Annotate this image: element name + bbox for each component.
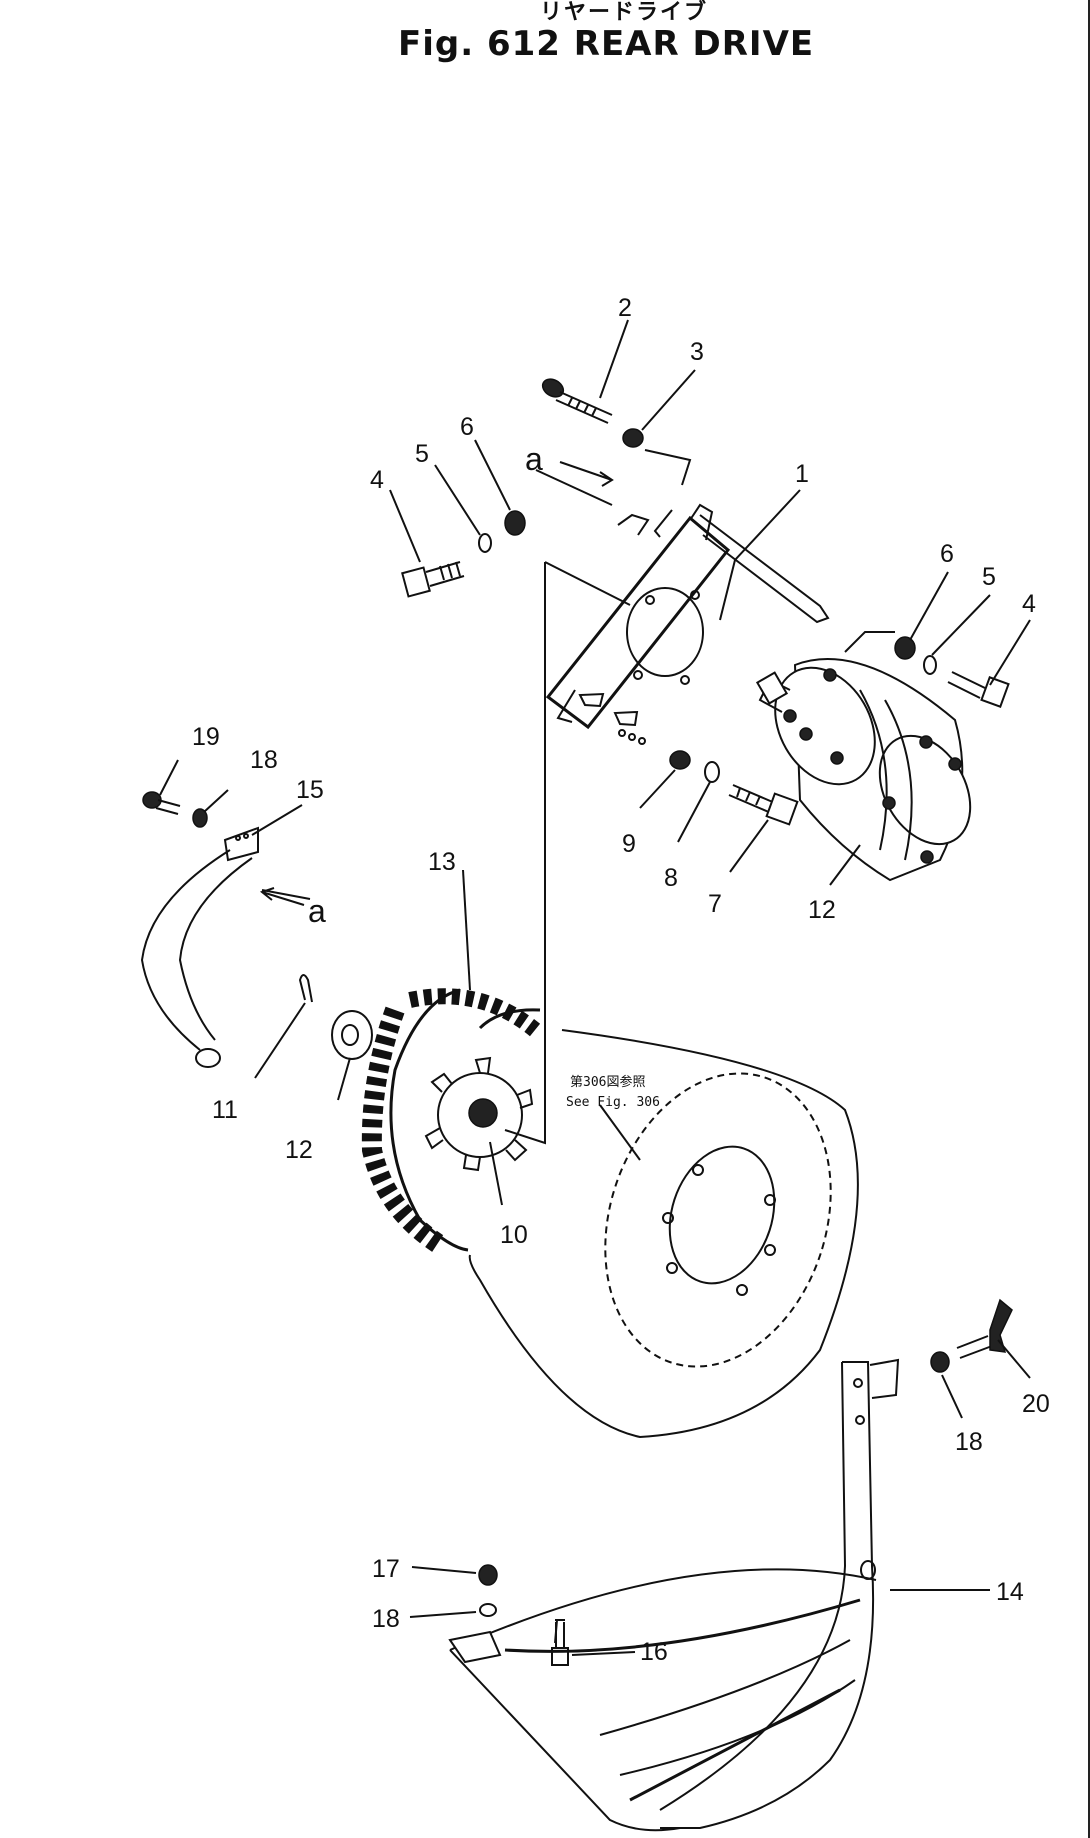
callout-7: 7 — [708, 890, 722, 918]
reference-arrow — [259, 887, 305, 906]
washer-6-right — [894, 636, 916, 660]
callout-5: 5 — [982, 563, 996, 591]
bolt-7 — [728, 784, 799, 826]
washer-5-left — [478, 533, 492, 553]
bolt-16 — [551, 1619, 569, 1666]
washer-9 — [669, 750, 691, 770]
reference-mark-a: a — [525, 441, 543, 477]
washer-18-right — [930, 1351, 950, 1373]
assembly-guide-line — [504, 562, 546, 1145]
callout-6: 6 — [460, 413, 474, 441]
wing-bolt-20 — [956, 1298, 1013, 1359]
washer-6-left — [504, 510, 526, 536]
nut-17 — [478, 1564, 498, 1586]
callout-18: 18 — [372, 1605, 400, 1633]
page-frame-line — [1088, 0, 1090, 1838]
drive-sprocket — [424, 1056, 534, 1172]
bolt-19 — [142, 791, 181, 815]
callout-16: 16 — [640, 1638, 668, 1666]
washer-8 — [704, 761, 720, 783]
bolt-4-right — [947, 671, 1010, 708]
callout-3: 3 — [690, 338, 704, 366]
roller-chain — [361, 988, 541, 1254]
callout-13: 13 — [428, 848, 456, 876]
callout-18: 18 — [955, 1428, 983, 1456]
reference-arrow — [559, 461, 614, 487]
bolt-2 — [541, 378, 613, 424]
washer-5-right — [923, 655, 937, 675]
callout-18: 18 — [250, 746, 278, 774]
callout-10: 10 — [500, 1221, 528, 1249]
bolt-4-left — [401, 561, 465, 598]
lower-chain-guard — [448, 1358, 900, 1832]
washer-18-upper — [192, 808, 208, 828]
callout-12: 12 — [285, 1136, 313, 1164]
callout-12: 12 — [808, 896, 836, 924]
note-english: See Fig. 306 — [566, 1095, 660, 1110]
callout-15: 15 — [296, 776, 324, 804]
driven-sprocket — [468, 1029, 859, 1439]
callout-2: 2 — [618, 294, 632, 322]
nut-12-lower — [331, 1010, 373, 1060]
leader-lines — [159, 319, 1031, 1656]
note-leader — [599, 1104, 641, 1161]
cotter-pin-11 — [298, 974, 313, 1003]
assembly-guide-line-2 — [544, 561, 631, 606]
japanese-title: リヤードライブ — [540, 0, 709, 25]
callout-9: 9 — [622, 830, 636, 858]
callout-4: 4 — [1022, 590, 1036, 618]
figure-title: Fig. 612 REAR DRIVE — [398, 24, 815, 64]
reference-mark-a: a — [308, 893, 326, 929]
chain-guard-bracket — [140, 826, 259, 1068]
callout-19: 19 — [192, 723, 220, 751]
callout-5: 5 — [415, 440, 429, 468]
callout-8: 8 — [664, 864, 678, 892]
callout-6: 6 — [940, 540, 954, 568]
callout-20: 20 — [1022, 1390, 1050, 1418]
callout-11: 11 — [212, 1096, 238, 1124]
callout-17: 17 — [372, 1555, 400, 1583]
washer-18-lower — [479, 1603, 497, 1617]
nut-3 — [622, 428, 644, 448]
callout-14: 14 — [996, 1578, 1024, 1606]
callout-4: 4 — [370, 466, 384, 494]
callout-1: 1 — [795, 460, 809, 488]
hydraulic-motor — [755, 658, 972, 882]
motor-bracket — [545, 503, 830, 745]
note-japanese: 第306図参照 — [570, 1074, 645, 1090]
